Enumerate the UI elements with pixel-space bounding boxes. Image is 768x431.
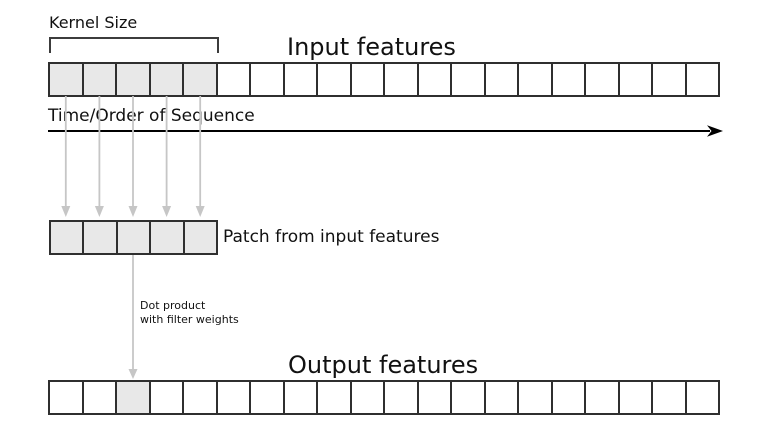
cell — [83, 382, 117, 413]
cell — [653, 382, 687, 413]
cell — [485, 64, 519, 95]
cell — [351, 64, 385, 95]
cell — [318, 382, 352, 413]
cell — [284, 382, 318, 413]
input-features-title: Input features — [287, 33, 456, 61]
cell — [485, 382, 519, 413]
dot-product-label: Dot product with filter weights — [140, 299, 239, 327]
cell — [351, 382, 385, 413]
cell — [184, 64, 218, 95]
cell — [619, 382, 653, 413]
input-features-row — [48, 62, 720, 97]
kernel-size-label: Kernel Size — [49, 13, 138, 32]
cell — [51, 222, 85, 253]
cell — [83, 64, 117, 95]
cell — [385, 64, 419, 95]
cell — [418, 382, 452, 413]
cell — [686, 64, 718, 95]
patch-label: Patch from input features — [223, 227, 440, 247]
cell — [519, 382, 553, 413]
cell — [117, 64, 151, 95]
patch-extract-arrows-icon — [61, 96, 205, 217]
cell — [418, 64, 452, 95]
cell — [150, 382, 184, 413]
cell — [50, 382, 84, 413]
cell — [251, 382, 285, 413]
cell — [653, 64, 687, 95]
cell — [552, 382, 586, 413]
dot-product-line1: Dot product — [140, 299, 206, 312]
cell — [552, 64, 586, 95]
cell — [251, 64, 285, 95]
dot-product-line2: with filter weights — [140, 313, 239, 326]
cell — [586, 382, 620, 413]
cell — [184, 222, 217, 253]
cell — [184, 382, 218, 413]
cell — [117, 222, 152, 253]
cell — [217, 382, 251, 413]
cell — [385, 382, 419, 413]
output-features-row — [48, 380, 720, 415]
cell — [586, 64, 620, 95]
time-axis-arrow-icon — [48, 125, 723, 137]
cell — [452, 382, 486, 413]
cell — [117, 382, 151, 413]
patch-row — [49, 220, 218, 255]
cell — [619, 64, 653, 95]
cell — [50, 64, 84, 95]
cell — [452, 64, 486, 95]
cell — [217, 64, 251, 95]
cell — [284, 64, 318, 95]
cell — [318, 64, 352, 95]
output-features-title: Output features — [288, 351, 479, 379]
cell — [151, 222, 185, 253]
cell — [686, 382, 718, 413]
cell — [519, 64, 553, 95]
kernel-size-bracket — [49, 37, 219, 53]
cell — [150, 64, 184, 95]
dot-product-arrow-icon — [128, 255, 138, 379]
cell — [84, 222, 118, 253]
